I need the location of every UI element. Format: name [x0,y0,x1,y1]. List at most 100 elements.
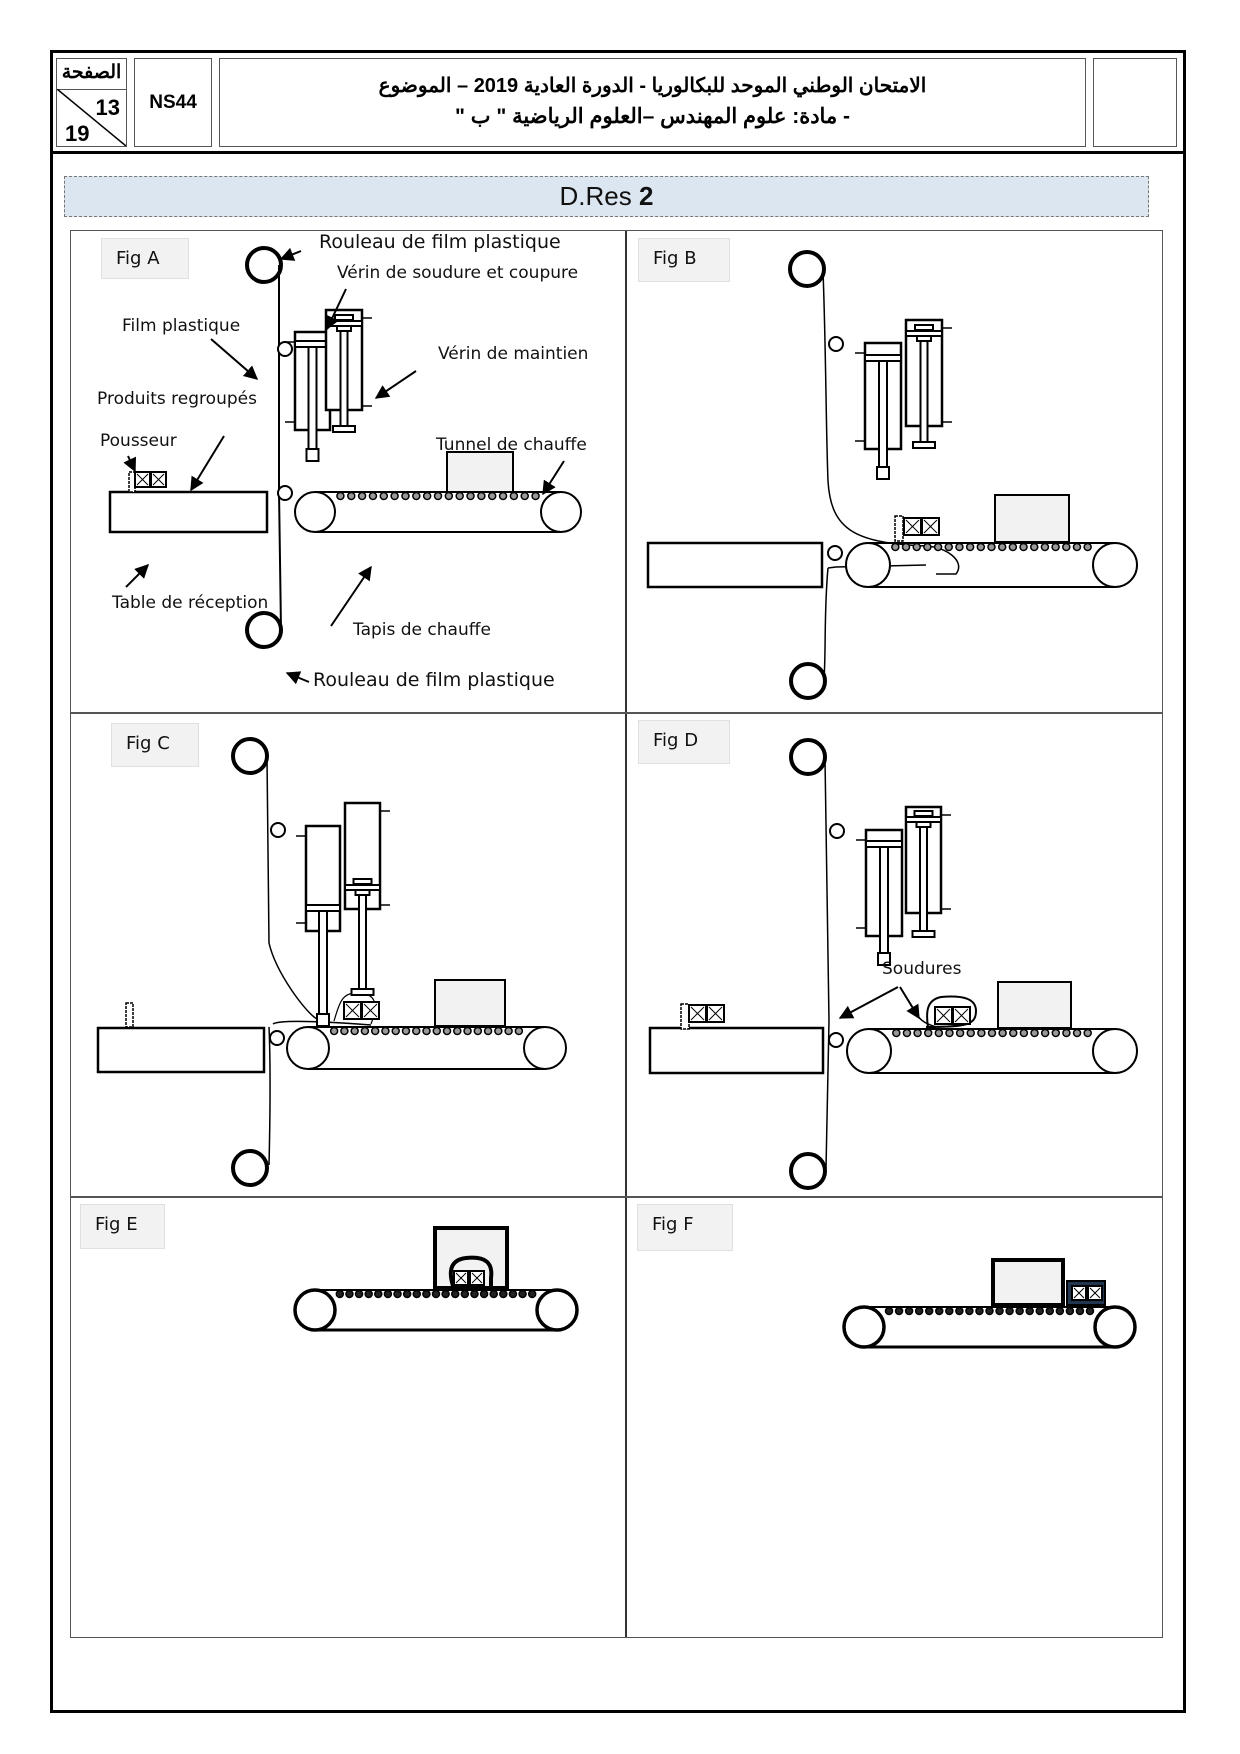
film-roll-icon [245,611,283,649]
conveyor-roller [1075,1306,1085,1316]
exam-title-line2: - مادة: علوم المهندس –العلوم الرياضية " … [454,105,851,128]
cutter-head [305,448,320,462]
grid-divider-vertical [625,231,627,1637]
conveyor-roller [466,491,475,501]
fig-label-c: Fig C [111,723,199,767]
cylinder-rod [879,846,889,954]
conveyor-roller [514,1026,524,1036]
pneumatic-cylinder [296,824,342,1027]
conveyor-roller [499,1289,508,1299]
cylinder-rod [307,346,318,450]
pointer-arrow [210,338,259,380]
conveyor-roller [498,491,508,501]
conveyor-roller [347,491,356,501]
conveyor-roller [422,491,432,501]
pointer-arrow [542,460,565,496]
conveyor-roller [433,491,443,501]
conveyor-roller [329,1026,339,1036]
film-roll-icon [789,738,827,776]
figure-b-drawing [646,250,1138,700]
holding-plate [332,425,356,433]
figure-c-drawing [96,737,567,1187]
guide-roller-icon [270,822,286,838]
product-box [934,1006,953,1025]
conveyor-roller [412,1289,422,1299]
conveyor-roller [393,1289,402,1299]
conveyor-roller [1051,542,1060,552]
pusher-plate [125,1002,134,1028]
conveyor-roller [401,1026,411,1036]
conveyor-roller [985,1306,994,1316]
conveyor-roller [1085,1306,1095,1316]
heat-tunnel [991,1258,1065,1307]
product-cross [1073,1287,1085,1299]
heating-conveyor [846,1028,1138,1074]
conveyor-roller [432,1026,442,1036]
pointer-arrow [374,370,417,399]
conveyor-roller [1083,542,1092,552]
holding-plate [911,930,936,938]
conveyor-roller [479,1289,489,1299]
conveyor-roller [450,1289,460,1299]
conveyor-roller [987,542,996,552]
conveyor-roller [335,1289,345,1299]
cylinder-rod [878,360,888,468]
piston-cap [334,314,354,321]
fig-label-f: Fig F [637,1204,733,1251]
page-number-box: الصفحة 13 19 [56,58,127,147]
product-box [688,1004,707,1023]
product-cross [363,1003,378,1018]
product-box [343,1001,362,1020]
conveyor-roller [1072,542,1082,552]
product-box [1071,1285,1087,1301]
heat-tunnel [994,494,1070,543]
product-box [952,1006,971,1025]
conveyor-roller [1062,1028,1071,1038]
annotation-hold-cylinder: Vérin de maintien [438,344,589,364]
conveyor-roller [913,1028,922,1038]
product-box [150,471,167,488]
product-cross [923,519,938,534]
conveyor-roller [965,542,975,552]
conveyor-roller [527,1289,537,1299]
piston-cap [914,324,934,331]
conveyor-roller [370,1026,380,1036]
conveyor-roller [1019,1028,1029,1038]
annotation-film: Film plastique [122,316,241,336]
conveyor-roller [965,1306,974,1316]
figure-panel-c: Fig C [71,713,625,1196]
pointer-arrow [326,288,347,331]
heating-conveyor [842,1305,1137,1349]
conveyor-roller [1045,1306,1055,1316]
conveyor-roller [955,1306,964,1316]
cylinder-rod [919,826,928,932]
heating-conveyor [845,542,1138,588]
fig-label-d: Fig D [638,720,730,764]
heating-conveyor [293,1288,579,1332]
conveyor-roller [1025,1306,1034,1316]
plastic-film-seal [272,1020,372,1026]
conveyor-pulley-left [845,542,891,588]
conveyor-roller [494,1026,503,1036]
conveyor-roller [374,1289,383,1299]
pointer-arrow [330,565,372,627]
conveyor-roller [923,542,932,552]
conveyor-roller [944,542,954,552]
heating-conveyor [294,491,582,533]
blank-box [1093,58,1177,147]
conveyor-pulley-right [535,1288,579,1332]
reception-table [648,1026,825,1075]
page-total: 19 [65,121,90,146]
conveyor-roller [1035,1306,1044,1316]
conveyor-roller [357,491,367,501]
conveyor-pulley-left [293,1288,337,1332]
conveyor-roller [411,1026,421,1036]
conveyor-roller [955,1028,965,1038]
cylinder-rod [919,340,929,443]
product-box [469,1270,485,1286]
conveyor-roller [976,542,986,552]
piston-cap [352,878,373,885]
conveyor-roller [997,542,1007,552]
annotation-products: Produits regroupés [97,389,257,409]
conveyor-roller [1083,1028,1092,1038]
